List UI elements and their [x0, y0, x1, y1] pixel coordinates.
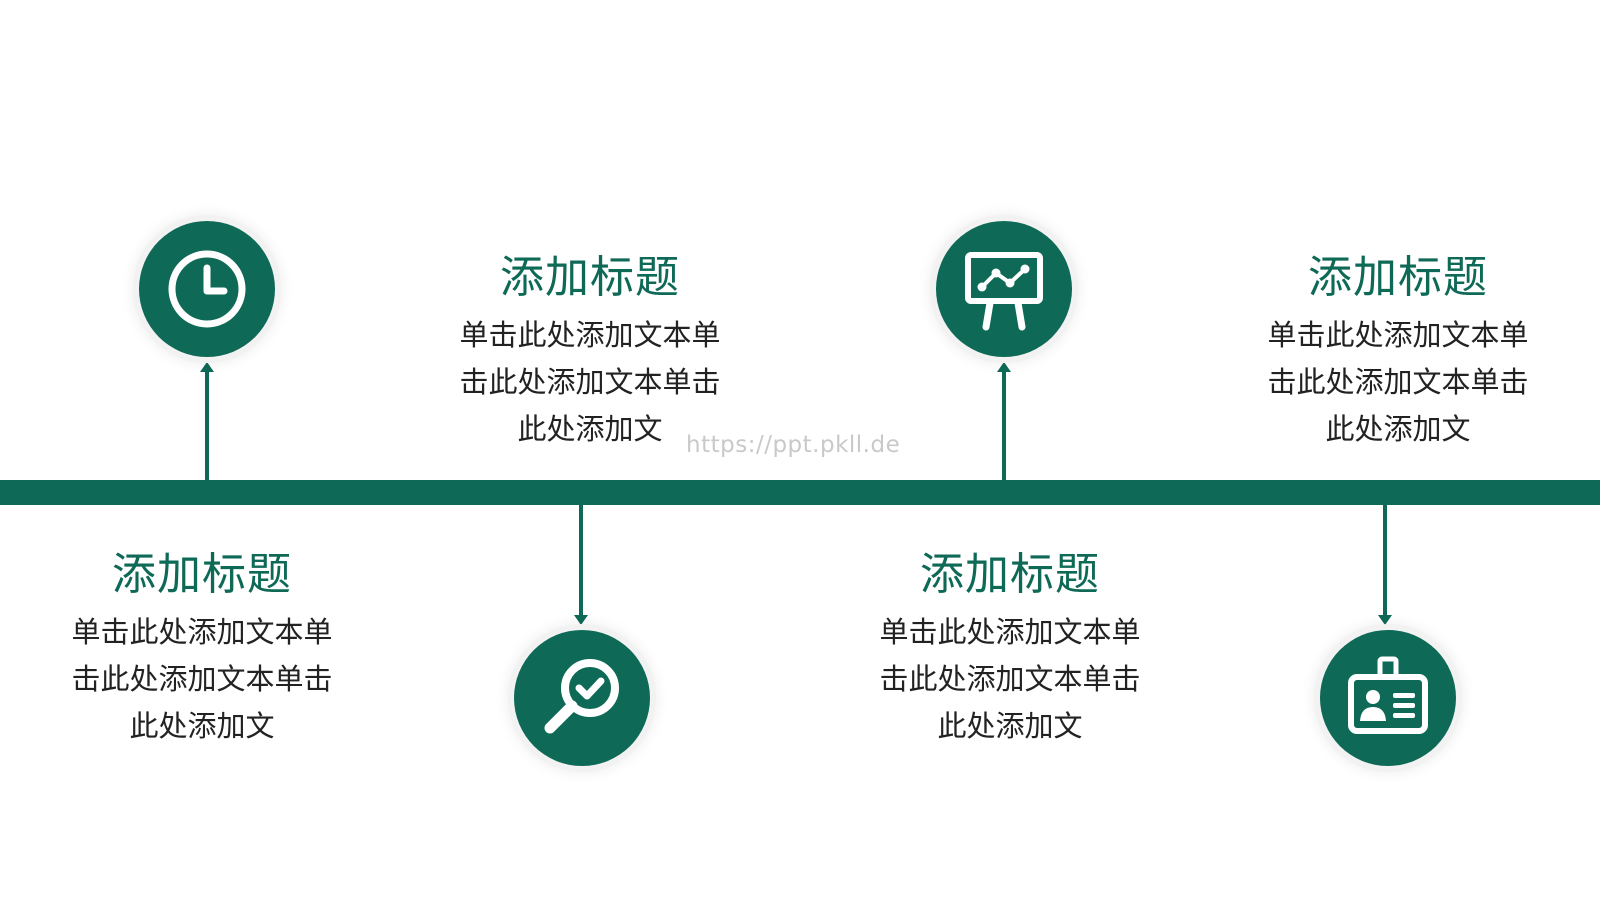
text-block-3: 添加标题 单击此处添加文本单 击此处添加文本单击 此处添加文 — [850, 547, 1170, 750]
block-text-line: 击此处添加文本单击 — [879, 662, 1141, 696]
timeline-node-2 — [514, 630, 650, 766]
presentation-board-icon — [965, 252, 1043, 331]
timeline-node-4 — [1320, 630, 1456, 766]
block-text-line: 击此处添加文本单击 — [1267, 365, 1529, 399]
block-text-line: 单击此处添加文本单 — [71, 615, 333, 649]
connector-arrow-4 — [1378, 505, 1392, 625]
block-text-line: 此处添加文 — [129, 709, 275, 743]
clock-icon — [168, 250, 246, 328]
block-title: 添加标题 — [112, 549, 292, 600]
block-text-line: 此处添加文 — [1325, 412, 1471, 446]
id-badge-icon — [1348, 656, 1428, 734]
watermark: https://ppt.pkll.de — [686, 432, 901, 458]
text-block-1: 添加标题 单击此处添加文本单 击此处添加文本单击 此处添加文 — [42, 547, 362, 750]
block-title: 添加标题 — [920, 549, 1100, 600]
block-text-line: 单击此处添加文本单 — [459, 318, 721, 352]
block-title: 添加标题 — [1308, 252, 1488, 303]
block-text-line: 此处添加文 — [937, 709, 1083, 743]
text-block-2: 添加标题 单击此处添加文本单 击此处添加文本单击 此处添加文 — [430, 250, 750, 453]
timeline-bar — [0, 480, 1600, 505]
block-text-line: 此处添加文 — [517, 412, 663, 446]
connector-arrow-1 — [200, 362, 214, 480]
timeline-node-1 — [139, 221, 275, 357]
block-text-line: 击此处添加文本单击 — [459, 365, 721, 399]
text-block-4: 添加标题 单击此处添加文本单 击此处添加文本单击 此处添加文 — [1238, 250, 1558, 453]
search-check-icon — [544, 659, 619, 734]
block-text-line: 单击此处添加文本单 — [879, 615, 1141, 649]
block-title: 添加标题 — [500, 252, 680, 303]
timeline-node-3 — [936, 221, 1072, 357]
block-text-line: 击此处添加文本单击 — [71, 662, 333, 696]
connector-arrow-3 — [997, 362, 1011, 480]
connector-arrow-2 — [574, 505, 588, 625]
block-text-line: 单击此处添加文本单 — [1267, 318, 1529, 352]
